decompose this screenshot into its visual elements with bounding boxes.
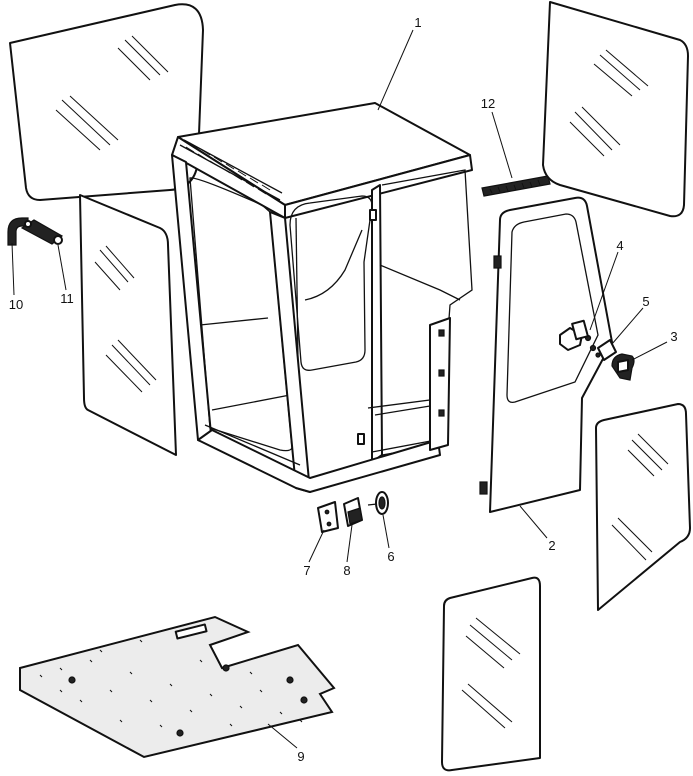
door-glass-upper — [595, 403, 691, 611]
front-windshield-glass — [542, 1, 689, 218]
cab-door — [479, 196, 613, 513]
cab-frame — [171, 102, 473, 493]
callout-1: 1 — [414, 15, 421, 30]
leader-lines — [11, 29, 668, 749]
callout-6: 6 — [387, 549, 394, 564]
latch-gasket — [597, 339, 617, 361]
door-glass-lower — [441, 576, 541, 772]
hinge-block — [343, 497, 363, 527]
hinge-bracket — [317, 501, 339, 533]
hinge-knob — [367, 491, 389, 515]
callout-7: 7 — [303, 563, 310, 578]
callout-5: 5 — [642, 294, 649, 309]
edge-seal-strip — [20, 219, 64, 245]
callout-9: 9 — [297, 749, 304, 764]
callout-2: 2 — [548, 538, 555, 553]
callout-4: 4 — [616, 238, 623, 253]
weather-strip — [481, 175, 551, 197]
floor-mat — [19, 615, 336, 759]
callout-11: 11 — [60, 291, 74, 306]
latch-striker — [611, 353, 635, 381]
callout-3: 3 — [670, 329, 677, 344]
left-side-window-glass — [79, 194, 177, 456]
callout-10: 10 — [9, 297, 23, 312]
door-latch-assembly — [571, 319, 589, 341]
callout-8: 8 — [343, 563, 350, 578]
roof-vent-grille — [179, 139, 283, 201]
callout-12: 12 — [481, 96, 495, 111]
